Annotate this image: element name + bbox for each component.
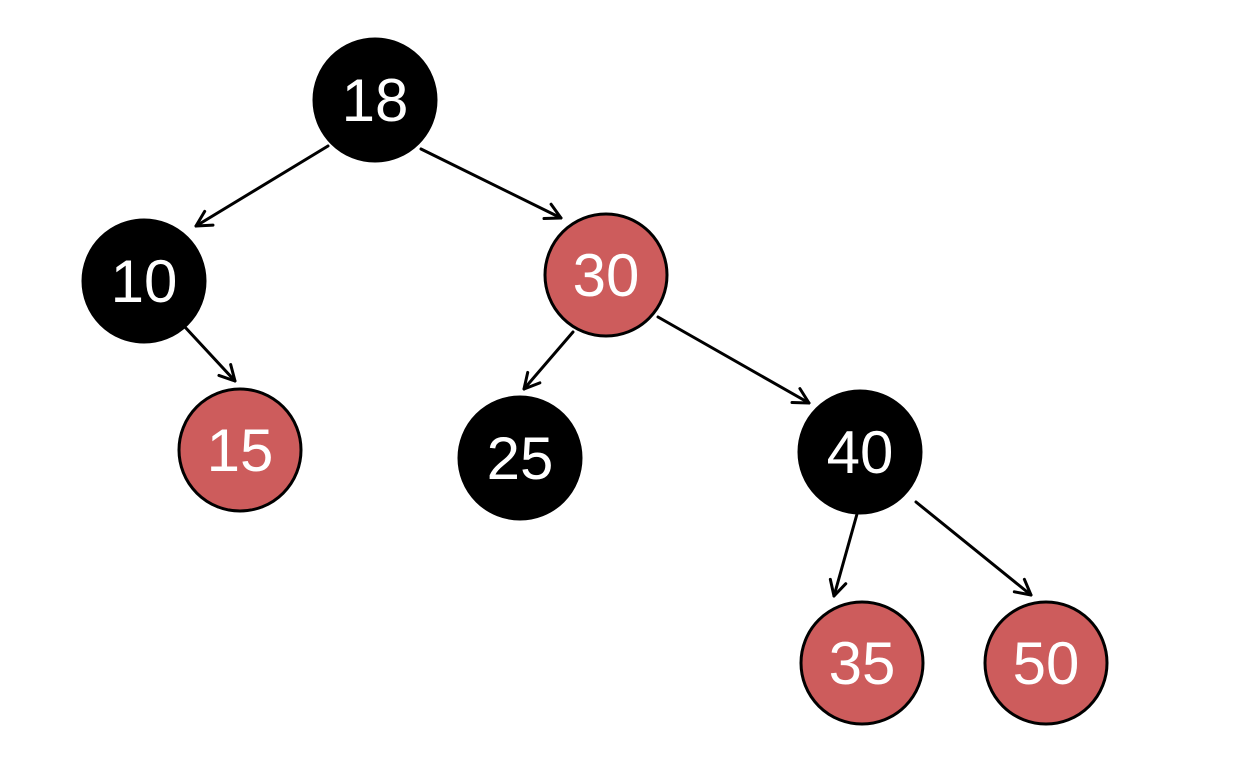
node-circle-red <box>983 600 1109 726</box>
node-label: 35 <box>829 630 896 697</box>
tree-edge-10-15 <box>182 324 237 383</box>
tree-node-35: 35 <box>799 600 925 726</box>
node-circle-black <box>797 389 923 515</box>
node-circle-black <box>312 37 438 163</box>
tree-node-10: 10 <box>81 218 207 344</box>
tree-node-40: 40 <box>797 389 923 515</box>
node-label: 15 <box>207 417 274 484</box>
tree-edge-40-35 <box>828 512 859 598</box>
tree-edge-18-30 <box>419 147 563 221</box>
tree-edge-40-50 <box>914 500 1033 597</box>
tree-node-25: 25 <box>457 395 583 521</box>
tree-edge-30-40 <box>656 315 811 405</box>
node-label: 25 <box>487 425 554 492</box>
tree-node-50: 50 <box>983 600 1109 726</box>
node-label: 18 <box>342 67 409 134</box>
node-label: 10 <box>111 248 178 315</box>
tree-edge-30-25 <box>522 330 575 391</box>
tree-node-15: 15 <box>177 387 303 513</box>
node-circle-red <box>177 387 303 513</box>
nodes-layer: 18 10 30 15 25 40 35 50 <box>81 37 1109 726</box>
node-label: 30 <box>573 242 640 309</box>
tree-node-30: 30 <box>543 212 669 338</box>
node-label: 40 <box>827 419 894 486</box>
node-circle-red <box>543 212 669 338</box>
edges-layer <box>182 144 1033 598</box>
node-label: 50 <box>1013 630 1080 697</box>
node-circle-red <box>799 600 925 726</box>
tree-edge-18-10 <box>194 144 330 228</box>
node-circle-black <box>457 395 583 521</box>
tree-node-18: 18 <box>312 37 438 163</box>
node-circle-black <box>81 218 207 344</box>
